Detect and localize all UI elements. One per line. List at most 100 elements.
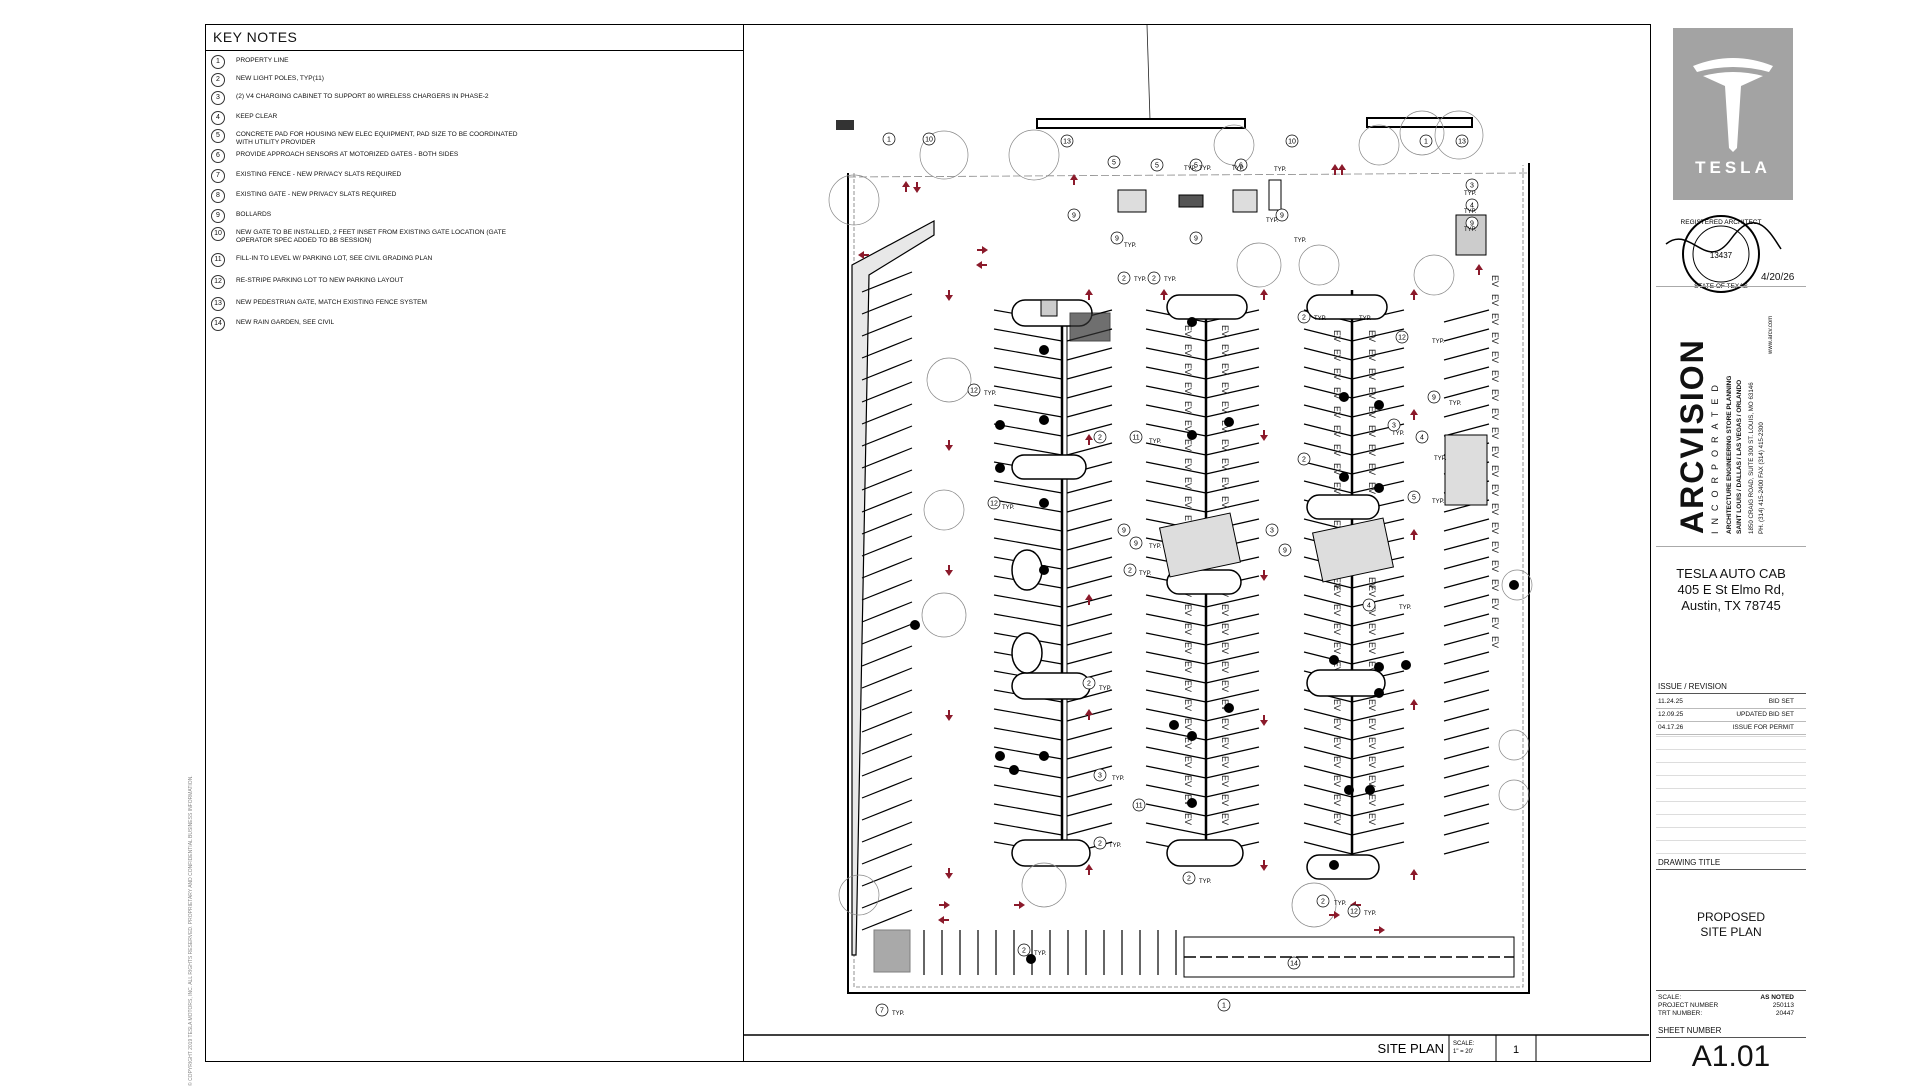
stall-line <box>861 821 913 843</box>
ev-stall-label: EV <box>1220 680 1230 692</box>
firm-address: 1850 CRAIG ROAD, SUITE 300 ST. LOUIS, MO… <box>1748 382 1755 534</box>
typ-label: TYP. <box>1112 776 1125 782</box>
light-pole <box>1039 751 1049 761</box>
stall-line <box>1443 366 1490 380</box>
ev-stall-label: EV <box>1332 577 1342 589</box>
ev-stall-label: EV <box>1183 439 1193 451</box>
stall-line <box>1443 651 1490 665</box>
stall-line <box>861 359 913 381</box>
tree-canopy <box>1008 129 1060 181</box>
typ-label: TYP. <box>1432 339 1445 345</box>
ev-stall-label: EV <box>1332 813 1342 825</box>
stall-line <box>861 557 913 579</box>
stall-line <box>1145 423 1207 437</box>
stall-line <box>1303 613 1353 627</box>
stall-line <box>861 887 913 909</box>
key-note-text: NEW PEDESTRIAN GATE, MATCH EXISTING FENC… <box>236 299 427 306</box>
callout-circle <box>967 383 981 397</box>
stall-line <box>1066 385 1113 399</box>
callout-number: 11 <box>1135 803 1142 810</box>
tree-canopy <box>828 174 880 226</box>
stall-line <box>1443 841 1490 855</box>
stall-line <box>1066 347 1113 361</box>
callout-number: 2 <box>1128 568 1132 575</box>
stall-line <box>861 689 913 711</box>
callout-circle <box>1465 178 1479 192</box>
stall-line <box>1351 803 1405 817</box>
ev-stall-label: EV <box>1490 389 1500 401</box>
stall-line <box>1303 575 1353 589</box>
stall-line <box>993 366 1063 380</box>
stall-line <box>993 499 1063 513</box>
ev-stall-label: EV <box>1220 439 1230 451</box>
stall-line <box>1145 385 1207 399</box>
stall-line <box>1443 746 1490 760</box>
stall-line <box>1205 822 1260 836</box>
typ-label: TYP. <box>1232 166 1245 172</box>
callout-circle <box>1465 216 1479 230</box>
stall-line <box>1205 784 1260 798</box>
parking-island <box>1011 632 1043 674</box>
stall-line <box>1205 765 1260 779</box>
property-fence <box>847 163 1530 994</box>
direction-arrow <box>1160 289 1168 300</box>
callout-circle <box>1455 134 1469 148</box>
ev-stall-label: EV <box>1490 617 1500 629</box>
stall-line <box>1066 499 1113 513</box>
tesla-wordmark: TESLA <box>1695 158 1771 177</box>
issue-date: 12.09.25 <box>1658 711 1684 718</box>
callout-circle <box>1362 598 1376 612</box>
ev-stall-label: EV <box>1220 325 1230 337</box>
ev-stall-label: EV <box>1332 520 1342 532</box>
stall-line <box>1443 575 1490 589</box>
callout-circle <box>1278 543 1292 557</box>
tree-canopy <box>1498 779 1530 811</box>
scale-value: AS NOTED <box>1760 994 1794 1001</box>
stall-line <box>1145 803 1207 817</box>
drawing-title-line-1: PROPOSED <box>1696 910 1765 924</box>
callout-number: 12 <box>1398 335 1406 342</box>
ev-stall-label: EV <box>1332 604 1342 616</box>
typ-label: TYP. <box>1392 431 1405 437</box>
typ-label: TYP. <box>1294 238 1307 244</box>
stall-line <box>1145 442 1207 456</box>
direction-arrow <box>1260 430 1268 441</box>
stall-line <box>861 755 913 777</box>
stall-line <box>1145 651 1207 665</box>
architect-stamp: REGISTERED ARCHITECT 13437 STATE OF TEXA… <box>1665 215 1782 293</box>
project-number-label: PROJECT NUMBER <box>1658 1002 1719 1009</box>
direction-arrow <box>945 565 953 576</box>
stall-line <box>1066 784 1113 798</box>
parking-island <box>1011 549 1043 591</box>
stall-line <box>1351 784 1405 798</box>
key-notes-header: KEY NOTES <box>206 25 743 51</box>
bottom-left-hatch <box>873 929 911 973</box>
stall-line <box>1443 822 1490 836</box>
ev-stall-label: EV <box>1367 406 1377 418</box>
direction-arrow <box>945 868 953 879</box>
stall-line <box>1145 480 1207 494</box>
stall-line <box>861 403 913 425</box>
callout-circle <box>1129 536 1143 550</box>
light-pole <box>1026 954 1036 964</box>
project-address-2: Austin, TX 78745 <box>1681 598 1781 613</box>
stall-line <box>1303 594 1353 608</box>
ev-stall-label: EV <box>1367 482 1377 494</box>
direction-arrow <box>1410 289 1418 300</box>
key-note-number: 7 <box>211 169 225 183</box>
stall-line <box>993 613 1063 627</box>
light-pole <box>1374 688 1384 698</box>
light-pole <box>1344 785 1354 795</box>
key-note-number: 13 <box>211 297 225 311</box>
callout-number: 1 <box>1222 1003 1226 1010</box>
stall-line <box>1066 518 1113 532</box>
stall-line <box>1066 480 1113 494</box>
ev-stall-label: EV <box>1183 477 1193 489</box>
stall-line <box>861 579 913 601</box>
key-note-text: FILL-IN TO LEVEL W/ PARKING LOT, SEE CIV… <box>236 255 433 262</box>
direction-arrow <box>1085 709 1093 720</box>
stall-line <box>1303 746 1353 760</box>
stall-line <box>1066 423 1113 437</box>
stall-line <box>1145 613 1207 627</box>
